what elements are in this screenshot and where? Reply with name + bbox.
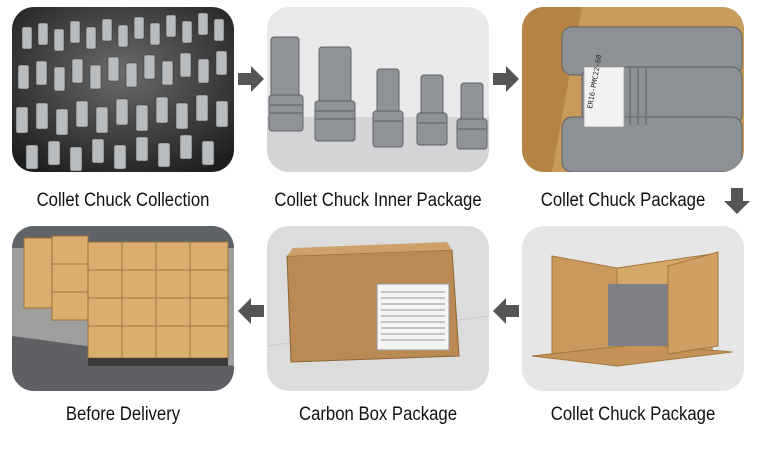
caption-collet-chuck-collection: Collet Chuck Collection	[36, 190, 210, 211]
arrow-down-icon	[722, 186, 752, 216]
arrow-right-icon	[491, 64, 521, 94]
caption-collet-chuck-inner-package: Collet Chuck Inner Package	[274, 190, 482, 211]
caption-collet-chuck-package-top: Collet Chuck Package	[540, 190, 706, 211]
photo-carbon-box-package	[267, 226, 489, 391]
caption-carbon-box-package: Carbon Box Package	[298, 404, 458, 425]
arrow-right-icon	[236, 64, 266, 94]
photo-collet-chuck-inner-package	[267, 7, 489, 172]
arrow-left-icon	[491, 296, 521, 326]
photo-collet-chuck-collection	[12, 7, 234, 172]
caption-collet-chuck-package-bottom: Collet Chuck Package	[550, 404, 716, 425]
caption-before-delivery: Before Delivery	[65, 404, 181, 425]
photo-collet-chuck-package-box: ER16-PMC22-60	[522, 7, 744, 172]
arrow-left-icon	[236, 296, 266, 326]
photo-before-delivery	[12, 226, 234, 391]
photo-collet-chuck-package-open-box	[522, 226, 744, 391]
